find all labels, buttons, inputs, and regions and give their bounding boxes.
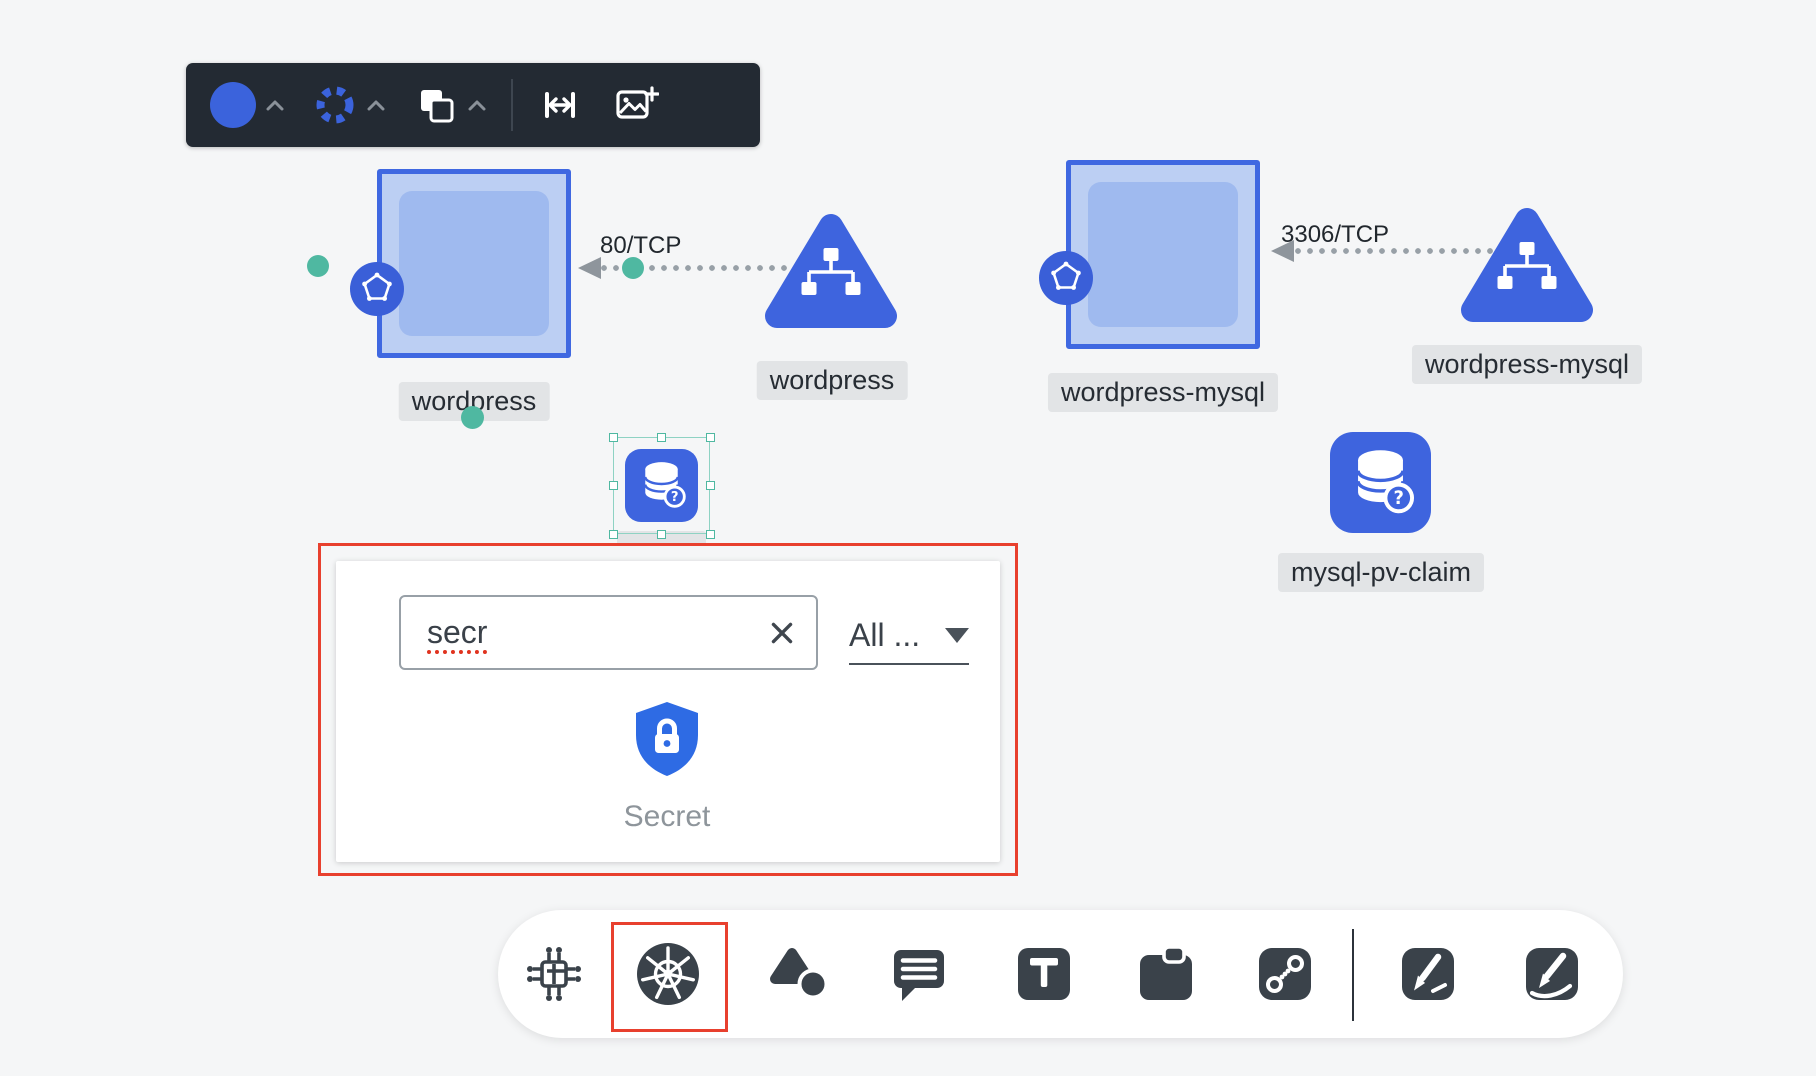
selection-handle[interactable]	[608, 432, 618, 442]
overlap-squares-icon	[421, 90, 454, 123]
stroke-style-tool[interactable]	[313, 83, 386, 127]
node-mysql-pv-claim[interactable]: ?	[1330, 432, 1431, 533]
node-label[interactable]: wordpress-mysql	[1047, 373, 1279, 412]
arrange-tool[interactable]	[414, 83, 487, 127]
tool-note[interactable]	[1133, 941, 1199, 1007]
selection-handle[interactable]	[608, 481, 618, 490]
edge-arrowhead-icon	[578, 257, 601, 279]
tool-marker[interactable]	[1519, 941, 1585, 1007]
node-wordpress-mysql-service[interactable]	[1461, 204, 1593, 328]
tool-text[interactable]	[1011, 941, 1077, 1007]
node-label[interactable]: mysql-pv-claim	[1277, 553, 1485, 592]
anchor-dot[interactable]	[622, 257, 644, 279]
node-new-resource[interactable]: ?	[625, 449, 698, 522]
replace-image-tool[interactable]	[613, 82, 659, 128]
connector-icon	[1259, 948, 1311, 1000]
tool-pen[interactable]	[1395, 941, 1461, 1007]
edge-arrowhead-icon	[1271, 240, 1294, 262]
comment-icon	[894, 950, 944, 1001]
clear-search-icon[interactable]	[766, 617, 798, 649]
marker-icon	[1526, 948, 1578, 1000]
edge-label[interactable]: 80/TCP	[600, 232, 682, 259]
svg-text:?: ?	[671, 490, 679, 505]
selection-handle[interactable]	[705, 432, 715, 442]
shape-search-input[interactable]: secr	[399, 595, 818, 670]
pod-inner-shape	[1088, 182, 1238, 327]
circuit-icon	[527, 947, 581, 1001]
tool-infrastructure[interactable]	[521, 941, 587, 1007]
tool-comment[interactable]	[886, 941, 952, 1007]
tool-kubernetes[interactable]	[635, 941, 701, 1007]
category-dropdown-value: All ...	[849, 617, 921, 653]
selection-handle[interactable]	[608, 529, 618, 539]
shapes-icon	[770, 948, 829, 1000]
kubernetes-icon	[637, 943, 699, 1005]
pod-badge-icon[interactable]	[1039, 251, 1093, 305]
annotation-kubernetes-tool-box	[611, 922, 728, 1032]
node-label[interactable]: wordpress	[756, 361, 908, 400]
text-icon	[1018, 948, 1070, 1000]
caret-down-icon	[945, 628, 969, 643]
chevron-up-icon[interactable]	[265, 98, 285, 112]
search-value: secr	[427, 614, 488, 650]
node-wordpress-service[interactable]	[765, 210, 897, 334]
node-label[interactable]: wordpress	[398, 382, 550, 421]
tool-shapes[interactable]	[768, 941, 834, 1007]
chevron-up-icon[interactable]	[467, 98, 487, 112]
note-icon	[1140, 945, 1192, 1000]
dashed-ring-icon	[316, 86, 354, 124]
fill-color-swatch-icon	[210, 82, 256, 128]
tool-connector[interactable]	[1252, 941, 1318, 1007]
selection-handle[interactable]	[657, 529, 666, 539]
pod-badge-icon[interactable]	[350, 262, 404, 316]
resize-horizontal-icon	[545, 92, 575, 118]
volume-question-icon: ?	[1356, 450, 1415, 514]
shield-lock-icon	[636, 702, 698, 776]
annotation-shape-picker-box	[318, 543, 1018, 876]
selection-handle[interactable]	[705, 529, 715, 539]
hidden-label-sliver	[617, 531, 706, 546]
node-wordpress-pod[interactable]	[377, 169, 571, 358]
chevron-up-icon[interactable]	[366, 98, 386, 112]
pod-inner-shape	[399, 191, 549, 336]
node-label[interactable]: wordpress-mysql	[1411, 345, 1643, 384]
fill-color-tool[interactable]	[210, 82, 285, 128]
result-label: Secret	[623, 800, 711, 833]
selection-handle[interactable]	[705, 481, 715, 490]
volume-question-icon: ?	[644, 462, 686, 508]
image-plus-icon	[616, 86, 659, 119]
anchor-dot[interactable]	[461, 406, 484, 429]
category-dropdown[interactable]: All ...	[849, 608, 969, 665]
result-secret[interactable]: Secret	[601, 699, 733, 834]
edge-wordpress-line[interactable]	[598, 265, 791, 271]
toolbar-divider	[511, 79, 513, 131]
edge-label[interactable]: 3306/TCP	[1281, 221, 1390, 248]
style-toolbar	[186, 63, 760, 147]
edge-wordpress-mysql-line[interactable]	[1292, 248, 1497, 254]
resize-width-tool[interactable]	[537, 82, 583, 128]
anchor-dot[interactable]	[307, 255, 329, 277]
svg-text:?: ?	[1393, 488, 1404, 509]
node-wordpress-mysql-pod[interactable]	[1066, 160, 1260, 349]
toolbar-divider	[1352, 929, 1354, 1021]
pen-icon	[1402, 948, 1454, 1000]
selection-handle[interactable]	[657, 432, 666, 442]
